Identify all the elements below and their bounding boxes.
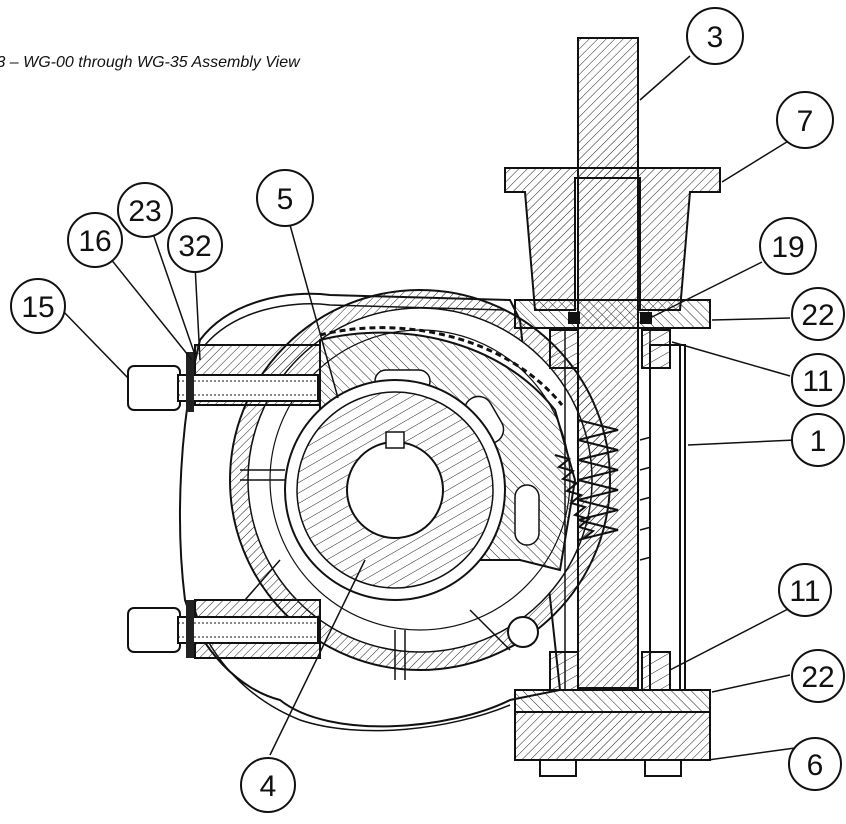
lower-bearings [549,651,671,691]
callout-11-lower: 11 [778,563,832,617]
callout-3-label: 3 [707,21,724,54]
callout-16: 16 [67,212,123,268]
callout-5-label: 5 [277,183,294,216]
upper-plate [514,299,711,329]
callout-4-label: 4 [260,770,277,803]
callout-4: 4 [240,757,296,813]
bottom-cap [514,711,711,777]
upper-bearings [549,329,671,369]
callout-22-upper: 22 [791,287,845,341]
callout-32: 32 [167,217,223,273]
callout-6: 6 [788,737,842,791]
callout-15-label: 15 [21,291,54,324]
callout-7: 7 [776,91,834,149]
lower-plate [514,689,711,713]
callout-22-lower: 22 [791,649,845,703]
callout-11-upper: 11 [791,353,845,407]
hub [284,379,506,601]
callout-15: 15 [10,278,66,334]
callout-23-label: 23 [128,195,161,228]
housing-right-wall [649,344,686,691]
callout-22-lower-label: 22 [801,661,834,694]
leader-lines [59,55,796,761]
top-cap [504,167,721,311]
worm-shaft [564,37,651,690]
figure-caption: .3 – WG-00 through WG-35 Assembly View [0,54,300,71]
callout-1: 1 [791,413,845,467]
bolt-upper [127,352,319,412]
callout-5: 5 [256,169,314,227]
callout-7-label: 7 [797,105,814,138]
callout-19-label: 19 [771,231,804,264]
callout-11-lower-label: 11 [789,575,820,608]
ball [507,616,539,648]
callout-32-label: 32 [178,230,211,263]
callout-1-label: 1 [810,425,827,458]
callout-19: 19 [759,217,817,275]
callout-11-upper-label: 11 [802,365,833,398]
callout-16-label: 16 [78,225,111,258]
callout-3: 3 [686,7,744,65]
callout-23: 23 [117,182,173,238]
callout-22-upper-label: 22 [801,299,834,332]
bolt-lower [127,600,319,658]
callout-6-label: 6 [807,749,824,782]
